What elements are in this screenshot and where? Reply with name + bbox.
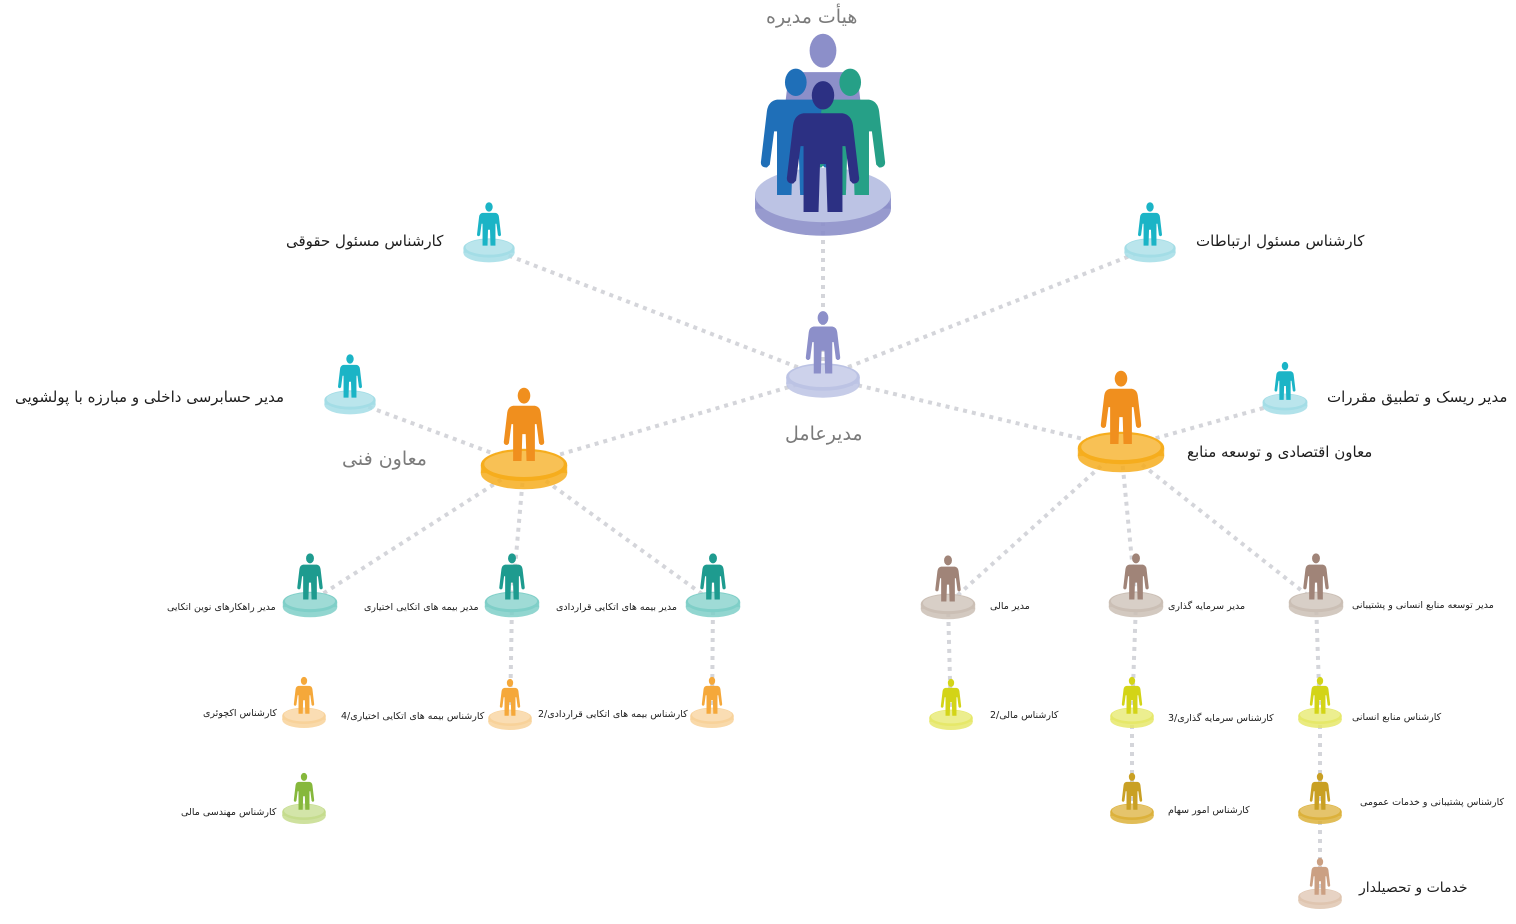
label-econ-deputy: معاون اقتصادی و توسعه منابع xyxy=(1187,443,1373,461)
person-icon xyxy=(324,354,376,415)
label-opt-ins-mgr: مدیر بیمه های اتکایی اختیاری xyxy=(364,602,479,613)
person-icon xyxy=(484,553,540,618)
label-finance-mgr: مدیر مالی xyxy=(990,601,1030,612)
label-actuary: کارشناس اکچوئری xyxy=(203,708,277,719)
person-icon xyxy=(282,773,326,825)
connector-tech_deputy-innov xyxy=(308,463,526,604)
label-support-exp: کارشناس پشتیبانی و خدمات عمومی xyxy=(1360,797,1505,808)
label-comms: کارشناس مسئول ارتباطات xyxy=(1196,232,1365,250)
label-contract-ins-mgr: مدیر بیمه های اتکایی قراردادی xyxy=(556,602,678,613)
label-ceo: مدیرعامل xyxy=(785,423,863,445)
label-hr-mgr: مدیر توسعه منابع انسانی و پشتیبانی xyxy=(1352,600,1494,611)
person-icon xyxy=(1077,370,1165,473)
connector-ceo-tech_deputy xyxy=(523,375,824,467)
person-icon xyxy=(690,677,734,729)
connector-tech_deputy-contract_ins_mgr xyxy=(522,463,715,604)
label-tech-deputy: معاون فنی xyxy=(342,448,427,470)
connector-hr_mgr-hr_exp xyxy=(1314,601,1322,717)
person-icon xyxy=(1288,553,1344,618)
label-audit: مدیر حسابرسی داخلی و مبارزه با پولشویی xyxy=(15,388,285,406)
connector-finance_mgr-fin_exp xyxy=(946,603,953,719)
connector-ceo-legal xyxy=(488,246,824,379)
label-opt-ins-exp: کارشناس بیمه های اتکایی اختیاری/4 xyxy=(341,711,485,722)
label-fin-eng: کارشناس مهندسی مالی xyxy=(181,807,277,818)
person-icon xyxy=(1298,773,1342,825)
label-contract-ins-exp: کارشناس بیمه های اتکایی قراردادی/2 xyxy=(538,709,688,720)
person-icon xyxy=(463,202,515,263)
label-risk: مدیر ریسک و تطبیق مقررات xyxy=(1327,388,1508,406)
person-icon xyxy=(920,555,976,620)
label-innov: مدیر راهکارهای نوین اتکایی xyxy=(167,602,276,613)
connector-invest_mgr-invest_exp xyxy=(1130,601,1138,717)
connector-opt_ins_mgr-opt_ins_exp xyxy=(508,601,514,719)
label-fin-exp: کارشناس مالی/2 xyxy=(990,710,1059,721)
label-invest-mgr: مدیر سرمایه گذاری xyxy=(1168,601,1246,612)
person-icon xyxy=(685,553,741,618)
person-icon xyxy=(1298,858,1342,910)
label-shares-exp: کارشناس امور سهام xyxy=(1168,805,1250,816)
label-legal: کارشناس مسئول حقوقی xyxy=(286,232,444,250)
connector-econ_deputy-finance_mgr xyxy=(946,446,1123,606)
person-icon xyxy=(786,311,860,398)
person-icon xyxy=(282,553,338,618)
connector-econ_deputy-hr_mgr xyxy=(1119,446,1318,604)
person-icon xyxy=(1108,553,1164,618)
label-collector: خدمات و تحصیلدار xyxy=(1359,880,1468,896)
person-icon xyxy=(488,679,532,731)
person-icon xyxy=(1110,773,1154,825)
connector-ceo-econ_deputy xyxy=(822,375,1122,450)
connector-contract_ins_mgr-contract_ins_exp xyxy=(710,601,715,717)
person-icon xyxy=(1298,677,1342,729)
person-icon xyxy=(480,387,568,490)
label-invest-exp: کارشناس سرمایه گذاری/3 xyxy=(1168,713,1274,724)
person-icon xyxy=(1124,202,1176,263)
person-icon xyxy=(282,677,326,729)
person-icon xyxy=(1110,677,1154,729)
label-hr-exp: کارشناس منابع انسانی xyxy=(1352,712,1442,723)
person-icon xyxy=(1262,361,1308,415)
person-icon xyxy=(929,679,973,731)
group-of-people-icon xyxy=(755,33,891,236)
label-board: هیأت مدیره xyxy=(766,6,858,28)
